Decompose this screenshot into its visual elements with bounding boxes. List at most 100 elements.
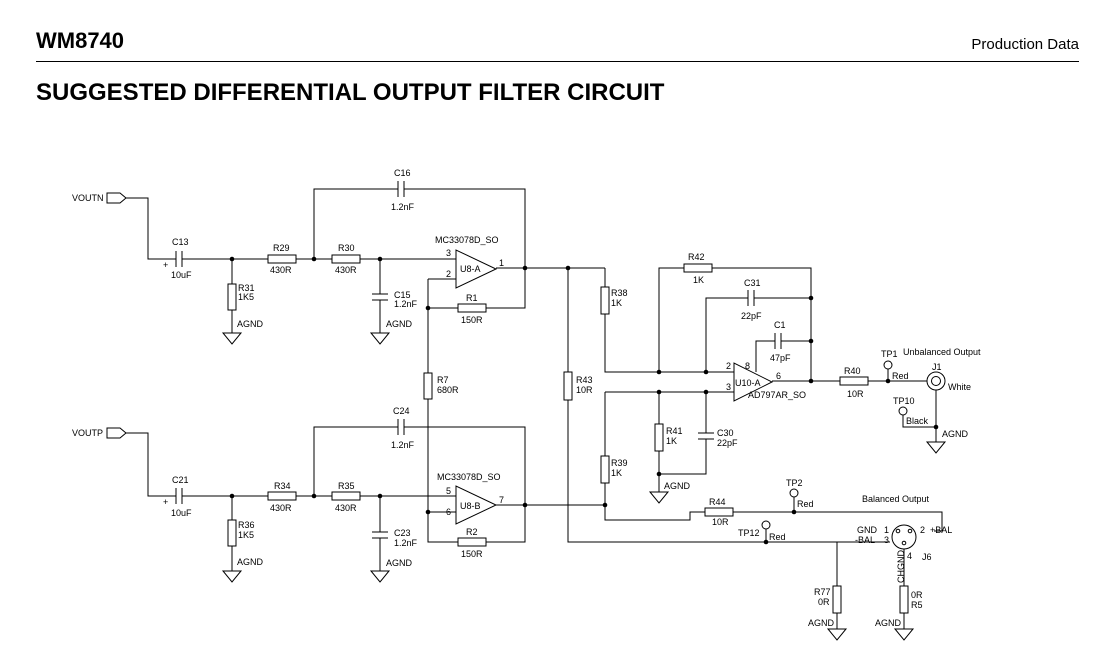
unbalanced-output-label: Unbalanced Output xyxy=(903,347,981,357)
wire xyxy=(404,188,526,268)
svg-text:AGND: AGND xyxy=(386,558,413,568)
r44-ref: R44 xyxy=(709,497,726,507)
c1-ref: C1 xyxy=(774,320,786,330)
r34-ref: R34 xyxy=(274,481,291,491)
c21-value: 10uF xyxy=(171,508,192,518)
wire xyxy=(567,400,837,543)
svg-text:J6: J6 xyxy=(922,552,932,562)
resistor-r5: 0R R5 xyxy=(899,585,923,614)
ground-symbol: AGND xyxy=(925,429,969,454)
wire xyxy=(705,297,748,372)
test-point-tp10: TP10 Black xyxy=(893,396,936,428)
svg-text:7: 7 xyxy=(499,495,504,505)
wire xyxy=(486,268,526,309)
r29-value: 430R xyxy=(270,265,292,275)
wire xyxy=(604,483,705,521)
c24-value: 1.2nF xyxy=(391,440,415,450)
test-point-tp1: TP1 Red xyxy=(881,349,909,381)
svg-text:-BAL: -BAL xyxy=(855,535,875,545)
r5-value: 0R xyxy=(911,590,923,600)
svg-text:TP10: TP10 xyxy=(893,396,915,406)
svg-text:AGND: AGND xyxy=(808,618,835,628)
resistor-r36: R36 1K5 xyxy=(227,519,255,547)
svg-text:1: 1 xyxy=(499,258,504,268)
test-point-tp12: TP12 Red xyxy=(738,520,786,542)
c13-value: 10uF xyxy=(171,270,192,280)
svg-text:CHGND: CHGND xyxy=(896,550,906,583)
svg-text:1: 1 xyxy=(884,525,889,535)
c15-value: 1.2nF xyxy=(394,299,418,309)
header-divider xyxy=(36,61,1079,62)
r7-value: 680R xyxy=(437,385,459,395)
r30-ref: R30 xyxy=(338,243,355,253)
r43-ref: R43 xyxy=(576,375,593,385)
svg-text:J1: J1 xyxy=(932,362,942,372)
wire xyxy=(486,505,526,543)
c23-value: 1.2nF xyxy=(394,538,418,548)
svg-text:TP2: TP2 xyxy=(786,478,803,488)
resistor-r77: R77 0R xyxy=(814,585,842,614)
resistor-r2: R2 150R xyxy=(457,527,487,559)
r40-ref: R40 xyxy=(844,366,861,376)
r77-ref: R77 xyxy=(814,587,831,597)
r31-value: 1K5 xyxy=(238,292,254,302)
r2-value: 150R xyxy=(461,549,483,559)
balanced-output-label: Balanced Output xyxy=(862,494,930,504)
wire xyxy=(313,426,398,496)
wire xyxy=(126,432,176,497)
chip-name: WM8740 xyxy=(36,28,125,53)
svg-text:TP12: TP12 xyxy=(738,528,760,538)
svg-text:U8-A: U8-A xyxy=(460,264,481,274)
resistor-r44: R44 10R xyxy=(704,497,734,527)
r38-ref: R38 xyxy=(611,288,628,298)
wire xyxy=(404,426,526,505)
resistor-r39: R39 1K xyxy=(600,455,628,484)
resistor-r38: R38 1K xyxy=(600,286,628,315)
c13-ref: C13 xyxy=(172,237,189,247)
wire xyxy=(126,197,176,260)
opamp-u10a: U10-A 2 3 6 8 AD797AR_SO xyxy=(726,361,806,402)
wire xyxy=(313,188,398,259)
c23-ref: C23 xyxy=(394,528,411,538)
capacitor-c24: C24 1.2nF xyxy=(391,406,415,450)
resistor-r35: R35 430R xyxy=(331,481,361,513)
c24-ref: C24 xyxy=(393,406,410,416)
capacitor-c23: C23 1.2nF xyxy=(372,528,418,548)
resistor-r7: R7 680R xyxy=(423,372,459,400)
r42-ref: R42 xyxy=(688,252,705,262)
wire xyxy=(427,279,458,309)
svg-text:U8-B: U8-B xyxy=(460,501,481,511)
c21-ref: C21 xyxy=(172,475,189,485)
ground-symbol: AGND xyxy=(808,618,848,641)
svg-text:+: + xyxy=(163,260,168,270)
r43-value: 10R xyxy=(576,385,593,395)
r7-ref: R7 xyxy=(437,375,449,385)
resistor-r43: R43 10R xyxy=(563,371,593,401)
resistor-r31: R31 1K5 xyxy=(227,283,255,311)
svg-text:White: White xyxy=(948,382,971,392)
document-status: Production Data xyxy=(971,36,1079,53)
input-port-voutn: VOUTN xyxy=(72,192,127,204)
ground-symbol: AGND xyxy=(648,481,691,504)
r77-value: 0R xyxy=(818,597,830,607)
ground-symbol: AGND xyxy=(369,319,413,345)
resistor-r30: R30 430R xyxy=(331,243,361,275)
r39-value: 1K xyxy=(611,468,622,478)
c31-value: 22pF xyxy=(741,311,762,321)
r39-ref: R39 xyxy=(611,458,628,468)
c1-value: 47pF xyxy=(770,353,791,363)
r36-ref: R36 xyxy=(238,520,255,530)
capacitor-c16: C16 1.2nF xyxy=(391,168,415,212)
r34-value: 430R xyxy=(270,503,292,513)
connector-j1: Unbalanced Output J1 White xyxy=(903,347,981,392)
svg-text:5: 5 xyxy=(446,486,451,496)
r1-value: 150R xyxy=(461,315,483,325)
r36-value: 1K5 xyxy=(238,530,254,540)
svg-text:U10-A: U10-A xyxy=(735,378,761,388)
svg-text:Red: Red xyxy=(797,499,814,509)
resistor-r34: R34 430R xyxy=(267,481,297,513)
wire xyxy=(658,267,684,372)
r40-value: 10R xyxy=(847,389,864,399)
svg-text:2: 2 xyxy=(446,269,451,279)
